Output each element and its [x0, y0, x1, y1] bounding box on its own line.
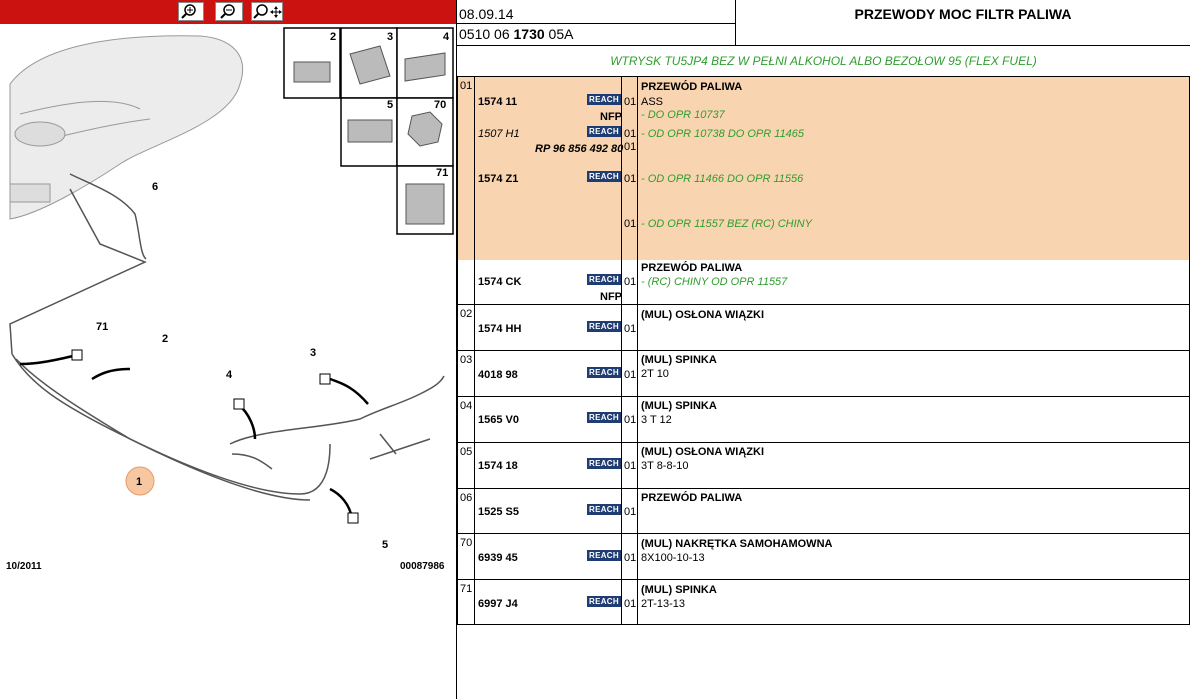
diagram-pane: 2 3 4 5 70 71 6 71 2 3 4 5: [0, 0, 456, 699]
reach-badge[interactable]: REACH: [587, 458, 621, 469]
header-code: 0510 06 1730 05A: [459, 26, 574, 42]
callout-label: 2: [330, 31, 336, 43]
reach-badge[interactable]: REACH: [587, 596, 621, 607]
callout-label: 71: [96, 321, 108, 333]
callout-label: 3: [310, 347, 316, 359]
fuel-tank-drawing: [9, 35, 244, 220]
diagram-code: 00087986: [400, 561, 445, 572]
highlighted-callout[interactable]: [125, 466, 155, 496]
parts-diagram: 2 3 4 5 70 71 6 71 2 3 4 5: [9, 27, 454, 551]
table-row[interactable]: 03 4018 98 REACH 01 (MUL) SPINKA 2T 10: [457, 350, 1190, 396]
page-subtitle: WTRYSK TU5JP4 BEZ W PEŁNI ALKOHOL ALBO B…: [610, 54, 1037, 68]
zoom-out-icon: [220, 4, 235, 19]
callout-label: 3: [387, 31, 393, 43]
reach-badge[interactable]: REACH: [587, 94, 621, 105]
page-header: 08.09.14 0510 06 1730 05A PRZEWODY MOC F…: [457, 0, 1190, 47]
zoom-in-button[interactable]: [178, 2, 204, 21]
table-row[interactable]: 71 6997 J4 REACH 01 (MUL) SPINKA 2T-13-1…: [457, 579, 1190, 625]
table-row[interactable]: 01 1574 11 REACH 01 PRZEWÓD PALIWA ASS N…: [457, 76, 1190, 260]
callout-label: 1: [136, 476, 142, 488]
reach-badge[interactable]: REACH: [587, 321, 621, 332]
callout-label: 6: [152, 181, 158, 193]
reach-badge[interactable]: REACH: [587, 367, 621, 378]
table-row[interactable]: 1574 CK REACH 01 PRZEWÓD PALIWA - (RC) C…: [457, 260, 1190, 304]
callout-label: 70: [434, 99, 446, 111]
reach-badge[interactable]: REACH: [587, 504, 621, 515]
callout-label: 2: [162, 333, 168, 345]
table-row[interactable]: 02 1574 HH REACH 01 (MUL) OSŁONA WIĄZKI: [457, 304, 1190, 350]
callout-label: 71: [436, 167, 448, 179]
zoom-toolbar: [0, 0, 456, 24]
fuel-pipes: [9, 173, 445, 501]
zoom-in-icon: [181, 4, 196, 19]
header-date: 08.09.14: [459, 6, 514, 22]
callout-label: 5: [387, 99, 393, 111]
zoom-out-button[interactable]: [215, 2, 243, 21]
table-row[interactable]: 70 6939 45 REACH 01 (MUL) NAKRĘTKA SAMOH…: [457, 533, 1190, 579]
zoom-pan-button[interactable]: [251, 2, 283, 21]
table-row[interactable]: 04 1565 V0 REACH 01 (MUL) SPINKA 3 T 12: [457, 396, 1190, 442]
reach-badge[interactable]: REACH: [587, 126, 621, 137]
table-row[interactable]: 06 1525 S5 REACH 01 PRZEWÓD PALIWA: [457, 488, 1190, 533]
callout-label: 4: [226, 369, 233, 381]
reach-badge[interactable]: REACH: [587, 171, 621, 182]
reach-badge[interactable]: REACH: [587, 412, 621, 423]
reach-badge[interactable]: REACH: [587, 550, 621, 561]
diagram-date: 10/2011: [6, 561, 42, 572]
callout-label: 4: [443, 31, 450, 43]
page-title: PRZEWODY MOC FILTR PALIWA: [735, 0, 1190, 45]
zoom-move-icon: [253, 4, 282, 19]
table-row[interactable]: 05 1574 18 REACH 01 (MUL) OSŁONA WIĄZKI …: [457, 442, 1190, 488]
callout-label: 5: [382, 539, 388, 551]
reach-badge[interactable]: REACH: [587, 274, 621, 285]
